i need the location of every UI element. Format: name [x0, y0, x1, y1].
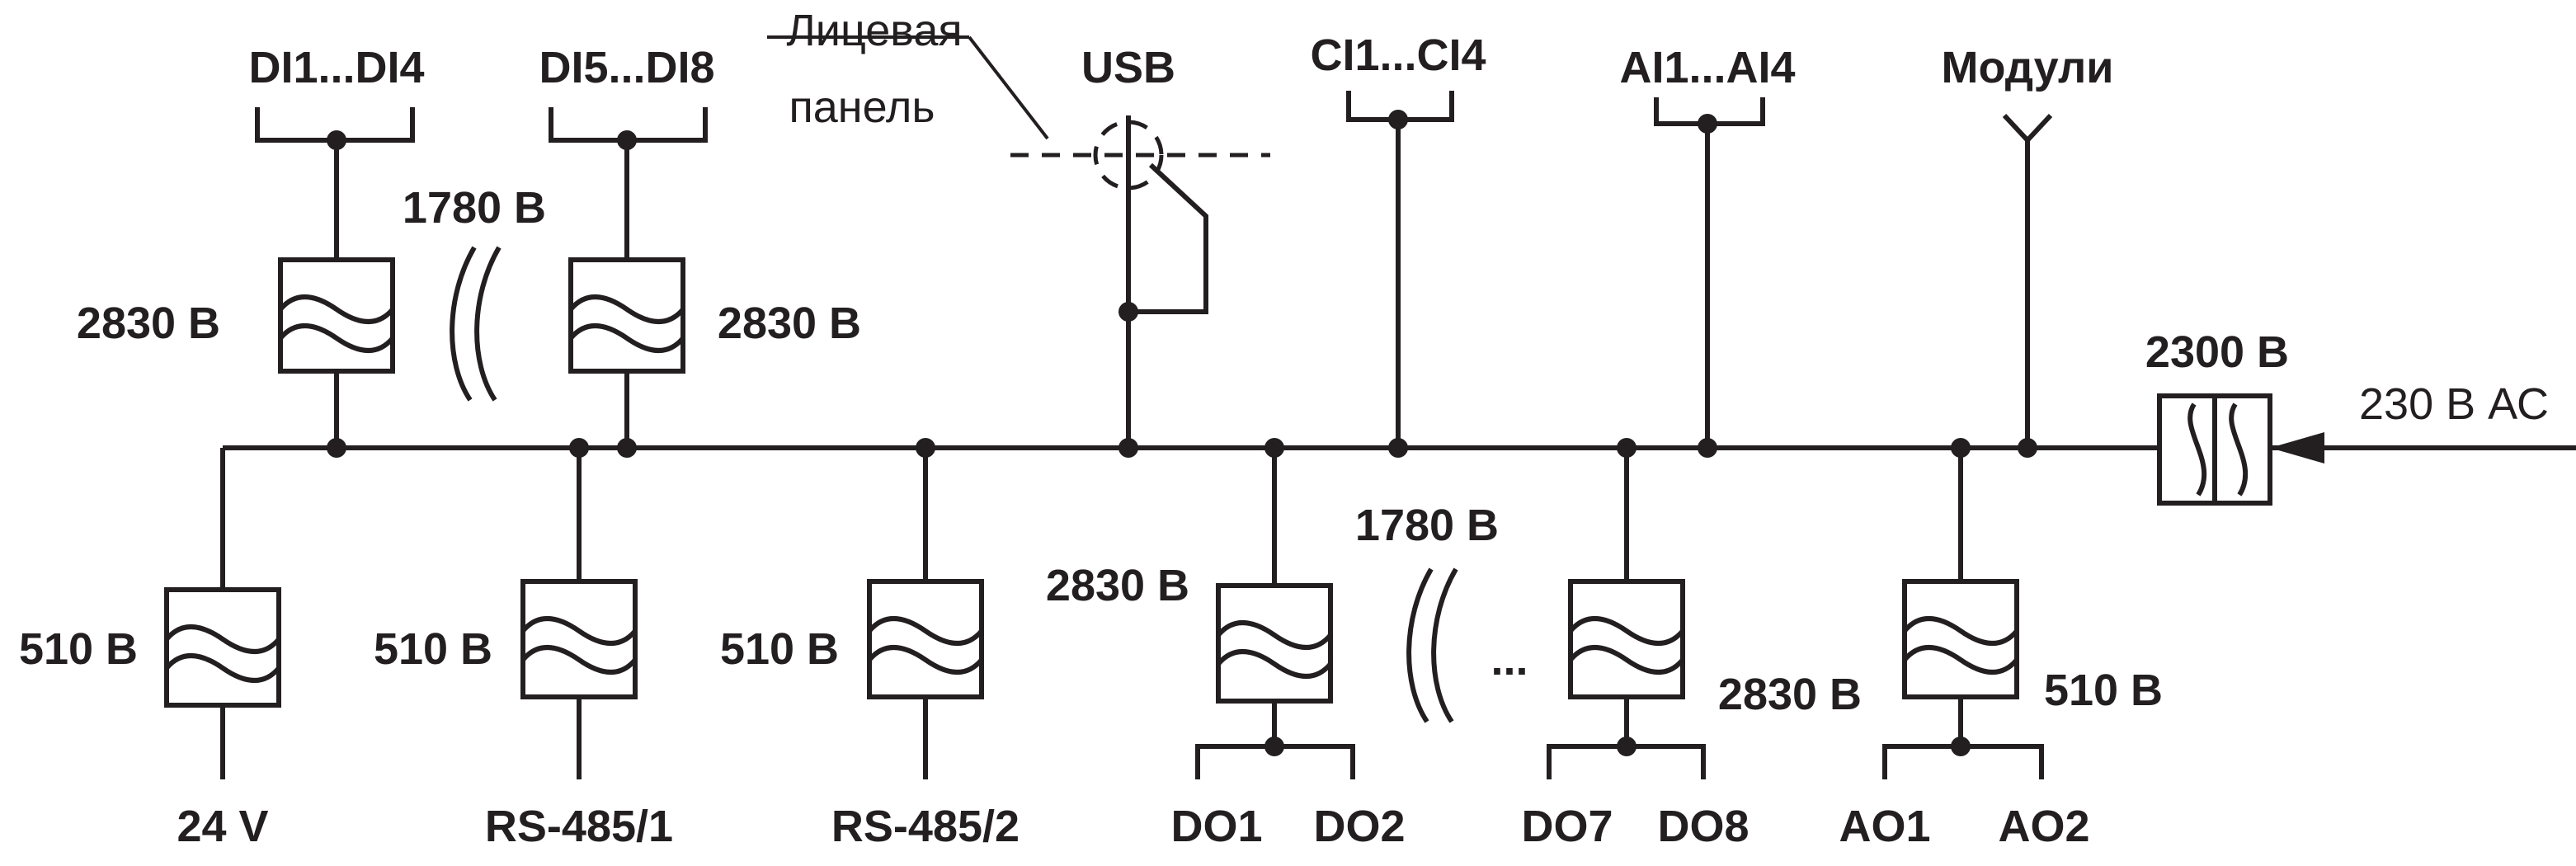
isolation-1780v-bottom — [1406, 567, 1458, 723]
label-ao1: AO1 — [1839, 802, 1930, 851]
label-2830v-do-left: 2830 В — [1046, 561, 1189, 610]
label-ellipsis: ... — [1491, 635, 1528, 685]
branch-modules — [2002, 113, 2053, 458]
label-do7: DO7 — [1521, 802, 1613, 851]
front-panel-boundary — [767, 35, 1270, 158]
label-front-panel-2: панель — [789, 82, 935, 132]
label-do2: DO2 — [1313, 802, 1405, 851]
isolation-1780v-top — [450, 246, 502, 402]
branch-do7-do8 — [1547, 438, 1706, 779]
label-2830v-do-right: 2830 В — [1718, 670, 1862, 719]
branch-ao1-ao2 — [1882, 438, 2044, 779]
label-2300v: 2300 В — [2145, 327, 2289, 377]
label-510v-rs2: 510 В — [720, 624, 839, 674]
label-2830v-di-left: 2830 В — [77, 299, 220, 348]
branch-do1-do2 — [1195, 438, 1355, 779]
label-1780v-bottom: 1780 В — [1355, 501, 1499, 550]
branch-rs485-1 — [520, 438, 638, 779]
ac-input-arrow — [2270, 432, 2324, 464]
label-di5-di8: DI5...DI8 — [539, 43, 714, 92]
branch-ai1-ai4 — [1654, 97, 1765, 458]
label-do1: DO1 — [1170, 802, 1262, 851]
label-510v-rs1: 510 В — [374, 624, 492, 674]
label-di1-di4: DI1...DI4 — [248, 43, 424, 92]
label-modules: Модули — [1941, 43, 2113, 92]
label-ci1-ci4: CI1...CI4 — [1310, 31, 1486, 80]
label-ac-input: 230 В АС — [2359, 379, 2549, 429]
label-ao2: AO2 — [1998, 802, 2089, 851]
label-rs485-1: RS-485/1 — [485, 802, 673, 851]
label-24v: 24 V — [177, 802, 268, 851]
label-usb: USB — [1081, 43, 1175, 92]
label-510v-24v: 510 В — [19, 624, 138, 674]
label-front-panel-1: Лицевая — [786, 6, 962, 55]
label-2830v-di-right: 2830 В — [718, 299, 861, 348]
branch-24v — [164, 448, 281, 779]
label-ai1-ai4: AI1...AI4 — [1619, 43, 1795, 92]
label-do8: DO8 — [1657, 802, 1749, 851]
branch-usb — [1093, 115, 1208, 458]
branch-di1-di4 — [255, 107, 415, 458]
branch-rs485-2 — [867, 438, 984, 779]
branch-ci1-ci4 — [1346, 91, 1454, 458]
branch-di5-di8 — [549, 107, 708, 458]
isolator-2300v — [2157, 393, 2272, 506]
label-510v-ao: 510 В — [2044, 666, 2163, 715]
label-rs485-2: RS-485/2 — [831, 802, 1020, 851]
label-1780v-top: 1780 В — [403, 183, 546, 233]
